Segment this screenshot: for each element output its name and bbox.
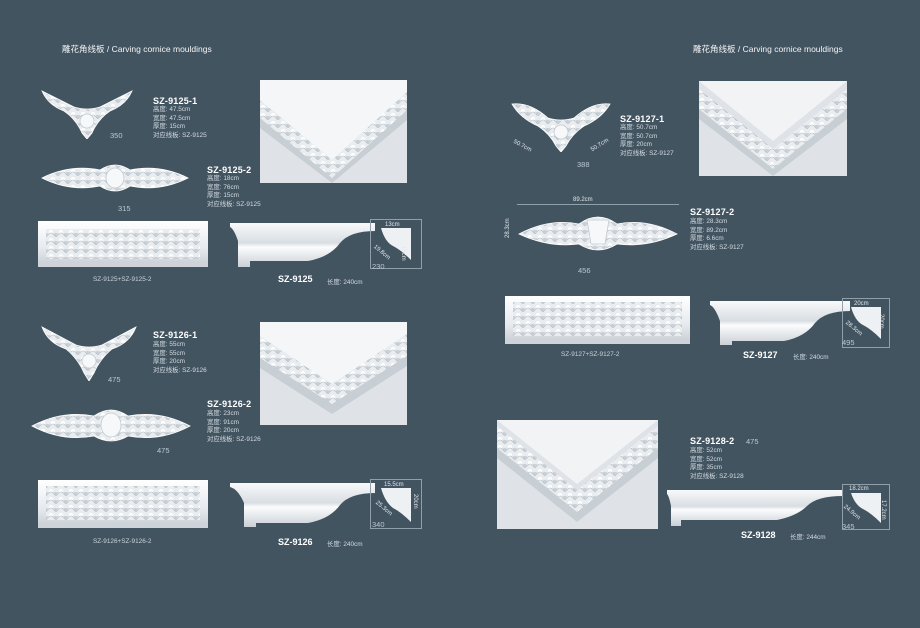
- dim-width-9127-2: 89.2cm: [573, 197, 593, 203]
- specs-sz-9127-1: 高度: 50.7cm 宽度: 50.7cm 厚度: 20cm 对应线板: SZ-…: [620, 124, 674, 157]
- dim-top-9128: 18.2cm: [849, 486, 869, 492]
- code-sz-9127-2: SZ-9127-2: [690, 207, 735, 217]
- photo-cornice-9126: [38, 480, 208, 528]
- photo-corner-9125: [260, 80, 407, 183]
- specs-sz-9125-1: 高度: 47.5cm 宽度: 47.5cm 厚度: 15cm 对应线板: SZ-…: [153, 106, 207, 139]
- ornament-sz-9127-2: [517, 210, 679, 256]
- number-9126-2: 475: [157, 446, 170, 455]
- code-sz-9127-1: SZ-9127-1: [620, 114, 665, 124]
- dim-top-9126: 15.5cm: [384, 482, 404, 488]
- specs-sz-9126-2: 高度: 23cm 宽度: 91cm 厚度: 20cm 对应线板: SZ-9126: [207, 410, 261, 443]
- length-sz-9128: 长度: 244cm: [790, 534, 826, 541]
- number-9125-1: 350: [110, 131, 123, 140]
- caption-combo-9125: SZ-9125+SZ-9125-2: [93, 276, 152, 283]
- profile-diagram-9128: [842, 484, 890, 530]
- code-sz-9128-2: SZ-9128-2: [690, 436, 735, 446]
- number-9125-2: 315: [118, 204, 131, 213]
- profile-sz-9127: [710, 299, 850, 345]
- dim-top-9125: 13cm: [385, 222, 400, 228]
- page-title-left: 雕花角线板 / Carving cornice mouldings: [62, 44, 212, 54]
- length-sz-9125: 长度: 240cm: [327, 279, 363, 286]
- profile-sz-9128: [667, 488, 843, 526]
- specs-sz-9126-1: 高度: 55cm 宽度: 55cm 厚度: 20cm 对应线板: SZ-9126: [153, 341, 207, 374]
- photo-corner-9127: [699, 81, 847, 176]
- code-sz-9125-2: SZ-9125-2: [207, 165, 252, 175]
- dim-top-9127: 20cm: [854, 301, 869, 307]
- code-sz-9126-2: SZ-9126-2: [207, 399, 252, 409]
- photo-cornice-9125: [38, 221, 208, 267]
- page-title-right: 雕花角线板 / Carving cornice mouldings: [693, 44, 843, 54]
- ornament-sz-9125-2: [40, 160, 190, 196]
- photo-corner-9126: [260, 322, 407, 425]
- number-9126: 340: [372, 520, 385, 529]
- specs-sz-9128-2: 高度: 52cm 宽度: 52cm 厚度: 35cm 对应线板: SZ-9128: [690, 447, 744, 480]
- specs-sz-9127-2: 高度: 28.3cm 宽度: 89.2cm 厚度: 6.6cm 对应线板: SZ…: [690, 218, 744, 251]
- number-9128: 345: [842, 522, 855, 531]
- ornament-sz-9125-1: [40, 87, 134, 139]
- model-sz-9126: SZ-9126: [278, 537, 313, 547]
- dim-side-9126: 20cm: [412, 494, 418, 509]
- ornament-sz-9127-1: [510, 100, 612, 152]
- number-9127-2: 456: [578, 266, 591, 275]
- dim-side-9128: 17.2cm: [880, 500, 886, 520]
- number-9127: 495: [842, 338, 855, 347]
- model-sz-9128: SZ-9128: [741, 530, 776, 540]
- number-9127-1: 388: [577, 160, 590, 169]
- caption-combo-9127: SZ-9127+SZ-9127-2: [561, 351, 620, 358]
- dim-side-9125: 15cm: [400, 246, 406, 261]
- profile-diagram-9126: [370, 479, 422, 529]
- number-9128-2: 475: [746, 437, 759, 446]
- model-sz-9127: SZ-9127: [743, 350, 778, 360]
- code-sz-9125-1: SZ-9125-1: [153, 96, 198, 106]
- caption-combo-9126: SZ-9126+SZ-9126-2: [93, 538, 152, 545]
- dim-line-width-9127-2: [517, 204, 679, 205]
- dim-height-9127-2: 28.3cm: [505, 218, 511, 238]
- dim-side-9127: 20cm: [878, 314, 884, 329]
- profile-diagram-9125: [370, 219, 422, 269]
- ornament-sz-9126-2: [30, 404, 192, 446]
- photo-corner-9128: [497, 420, 658, 529]
- profile-diagram-9127: [842, 298, 890, 348]
- number-9126-1: 475: [108, 375, 121, 384]
- length-sz-9126: 长度: 240cm: [327, 541, 363, 548]
- length-sz-9127: 长度: 240cm: [793, 354, 829, 361]
- profile-sz-9126: [230, 481, 375, 527]
- profile-sz-9125: [230, 221, 375, 267]
- photo-cornice-9127: [505, 296, 690, 344]
- specs-sz-9125-2: 高度: 18cm 宽度: 76cm 厚度: 15cm 对应线板: SZ-9125: [207, 175, 261, 208]
- number-9125: 230: [372, 262, 385, 271]
- ornament-sz-9126-1: [40, 323, 138, 381]
- code-sz-9126-1: SZ-9126-1: [153, 330, 198, 340]
- model-sz-9125: SZ-9125: [278, 274, 313, 284]
